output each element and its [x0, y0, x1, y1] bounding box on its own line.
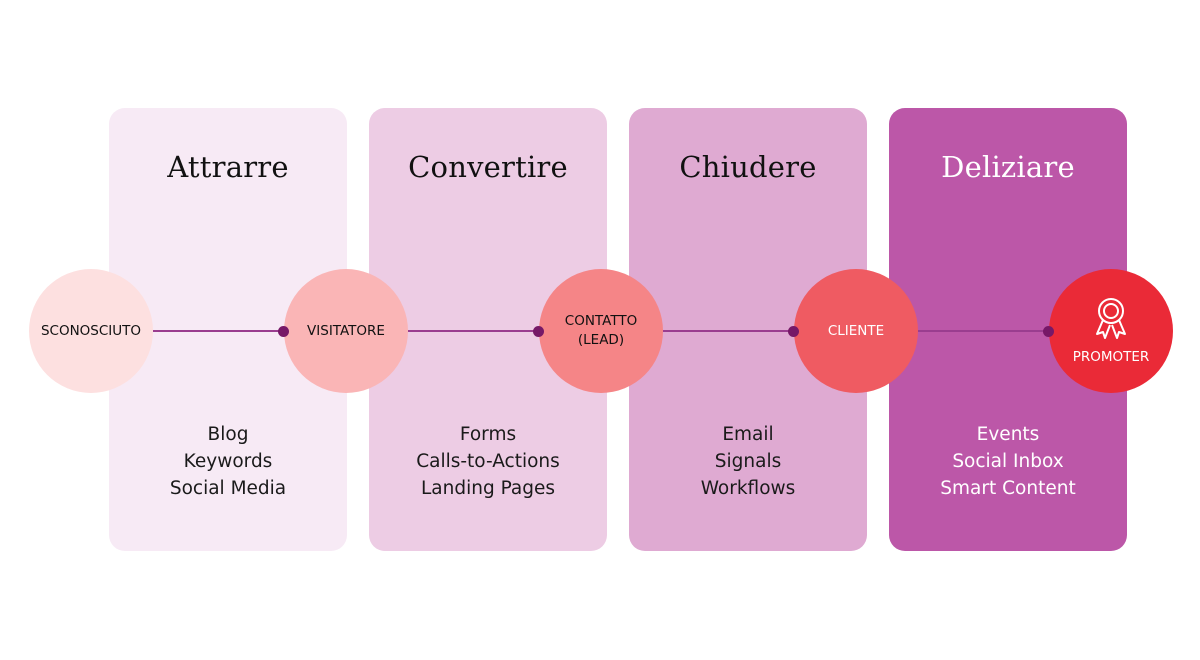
stage-title: Convertire [408, 150, 568, 184]
stage-item: Landing Pages [420, 478, 556, 499]
stage-item: Events [976, 424, 1040, 445]
node-contatto: CONTATTO (LEAD) [539, 269, 663, 393]
stage-items: Forms Calls-to-Actions Landing Pages [369, 421, 607, 502]
stage-item: Calls-to-Actions [416, 451, 560, 472]
node-label: VISITATORE [307, 322, 385, 339]
stage-item: Forms [459, 424, 517, 445]
node-sconosciuto: SCONOSCIUTO [29, 269, 153, 393]
stage-item: Email [722, 424, 774, 445]
stage-item: Signals [714, 451, 782, 472]
stage-item: Social Media [169, 478, 287, 499]
node-label: PROMOTER [1072, 348, 1150, 365]
connector-dot [278, 325, 289, 337]
connector-dot [788, 325, 799, 337]
node-label: SCONOSCIUTO [40, 322, 142, 339]
node-promoter: PROMOTER [1049, 269, 1173, 393]
stage-item: Social Inbox [952, 451, 1064, 472]
stage-title: Attrarre [167, 150, 289, 184]
node-visitatore: VISITATORE [284, 269, 408, 393]
connector-dot [1043, 325, 1054, 337]
connector-line [153, 330, 283, 332]
connector-line [918, 330, 1048, 332]
node-label: CONTATTO (LEAD) [564, 313, 638, 348]
stage-title: Deliziare [941, 150, 1075, 184]
connector-dot [533, 325, 544, 337]
node-label: CLIENTE [827, 322, 885, 339]
connector-line [408, 330, 538, 332]
stage-item: Workflows [700, 478, 796, 499]
stage-item: Keywords [183, 451, 273, 472]
stage-items: Email Signals Workflows [629, 421, 867, 502]
stage-title: Chiudere [679, 150, 817, 184]
connector-line [663, 330, 793, 332]
stage-item: Blog [207, 424, 249, 445]
stage-item: Smart Content [940, 478, 1076, 499]
stage-items: Blog Keywords Social Media [109, 421, 347, 502]
node-cliente: CLIENTE [794, 269, 918, 393]
award-ribbon-icon [1096, 297, 1126, 339]
stage-items: Events Social Inbox Smart Content [889, 421, 1127, 502]
